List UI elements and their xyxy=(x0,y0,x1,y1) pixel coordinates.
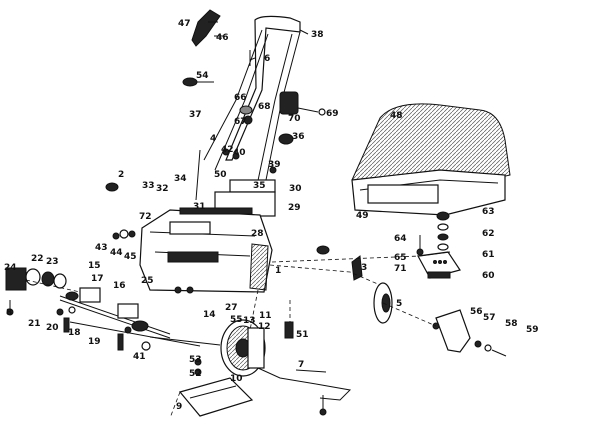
callout-49: 49 xyxy=(356,211,369,221)
callout-11: 11 xyxy=(259,311,272,321)
callout-43: 43 xyxy=(95,243,108,253)
callout-71: 71 xyxy=(394,264,407,274)
callout-7: 7 xyxy=(298,360,304,370)
callout-labels: 47 46 38 6 54 66 68 69 70 37 67 36 4 42 … xyxy=(4,19,539,412)
cable-hook xyxy=(191,9,221,47)
callout-42: 42 xyxy=(221,145,234,155)
callout-58: 58 xyxy=(505,319,518,329)
left-bearing-bracket xyxy=(5,267,67,316)
callout-15-a: 15 xyxy=(88,261,101,271)
callout-9: 9 xyxy=(176,402,182,412)
callout-60: 60 xyxy=(482,271,495,281)
callout-51: 51 xyxy=(296,330,309,340)
rear-guard xyxy=(432,309,507,357)
callout-32-left: 32 xyxy=(156,184,169,194)
callout-17: 17 xyxy=(91,274,104,284)
callout-46: 46 xyxy=(216,33,229,43)
roller-shaft xyxy=(59,287,201,347)
callout-18-a: 18 xyxy=(68,328,81,338)
callout-33-left: 33 xyxy=(142,181,155,191)
callout-22-a: 22 xyxy=(31,254,44,264)
callout-20: 20 xyxy=(46,323,59,333)
leader-lines xyxy=(25,21,437,331)
callout-14: 14 xyxy=(203,310,216,320)
callout-34: 34 xyxy=(174,174,187,184)
callout-47: 47 xyxy=(178,19,191,29)
callout-68: 68 xyxy=(258,102,271,112)
callout-53: 53 xyxy=(189,355,202,365)
callout-56: 56 xyxy=(470,307,483,317)
callout-24: 24 xyxy=(4,263,17,273)
callout-72: 72 xyxy=(139,212,152,222)
scarifier-housing xyxy=(139,207,273,293)
callout-30: 30 xyxy=(289,184,302,194)
callout-3: 3 xyxy=(361,263,367,273)
callout-1: 1 xyxy=(275,266,281,276)
clip-51 xyxy=(284,321,294,339)
callout-19: 19 xyxy=(88,337,101,347)
callout-31: 31 xyxy=(193,202,206,212)
callout-36: 36 xyxy=(292,132,305,142)
fasteners-lower-left xyxy=(56,229,202,376)
callout-64: 64 xyxy=(394,234,407,244)
callout-61: 61 xyxy=(482,250,495,260)
callout-44: 44 xyxy=(110,248,123,258)
callout-41: 41 xyxy=(133,352,146,362)
callout-29: 29 xyxy=(288,203,301,213)
callout-2-left: 2 xyxy=(118,170,124,180)
callout-54: 54 xyxy=(196,71,209,81)
callout-37: 37 xyxy=(189,110,202,120)
callout-67: 67 xyxy=(234,117,247,127)
callout-70: 70 xyxy=(288,114,301,124)
callout-4: 4 xyxy=(210,134,216,144)
callout-8-left: 8 xyxy=(6,308,12,318)
callout-38: 38 xyxy=(311,30,324,40)
callout-13: 13 xyxy=(243,316,256,326)
fasteners-upper xyxy=(182,50,294,174)
callout-55: 55 xyxy=(230,315,243,325)
callout-23: 23 xyxy=(46,257,59,267)
callout-62: 62 xyxy=(482,229,495,239)
callout-27: 27 xyxy=(225,303,238,313)
callout-39: 39 xyxy=(268,160,281,170)
callout-59: 59 xyxy=(526,325,539,335)
callout-52: 52 xyxy=(189,369,202,379)
bolt-right xyxy=(319,395,327,416)
callout-66: 66 xyxy=(234,93,247,103)
callout-35: 35 xyxy=(253,181,266,191)
callout-6: 6 xyxy=(264,54,270,64)
callout-40: 40 xyxy=(233,148,246,158)
base-plate xyxy=(169,377,254,419)
callout-25: 25 xyxy=(141,276,154,286)
callout-5: 5 xyxy=(396,299,402,309)
caps xyxy=(105,182,330,255)
motor xyxy=(149,319,266,377)
callout-50: 50 xyxy=(214,170,227,180)
washers-right xyxy=(416,211,450,256)
rear-flap xyxy=(417,251,461,279)
callout-16: 16 xyxy=(113,281,126,291)
callout-63: 63 xyxy=(482,207,495,217)
callout-12: 12 xyxy=(258,322,271,332)
callout-69: 69 xyxy=(326,109,339,119)
callout-21-a: 21 xyxy=(28,319,41,329)
callout-28: 28 xyxy=(251,229,264,239)
callout-65: 65 xyxy=(394,253,407,263)
height-adjust-lever xyxy=(257,367,352,401)
grass-bag xyxy=(351,103,511,216)
callout-45: 45 xyxy=(124,252,137,262)
callout-57: 57 xyxy=(483,313,496,323)
callout-10: 10 xyxy=(230,374,243,384)
switch-box xyxy=(279,91,326,116)
callout-48: 48 xyxy=(390,111,403,121)
